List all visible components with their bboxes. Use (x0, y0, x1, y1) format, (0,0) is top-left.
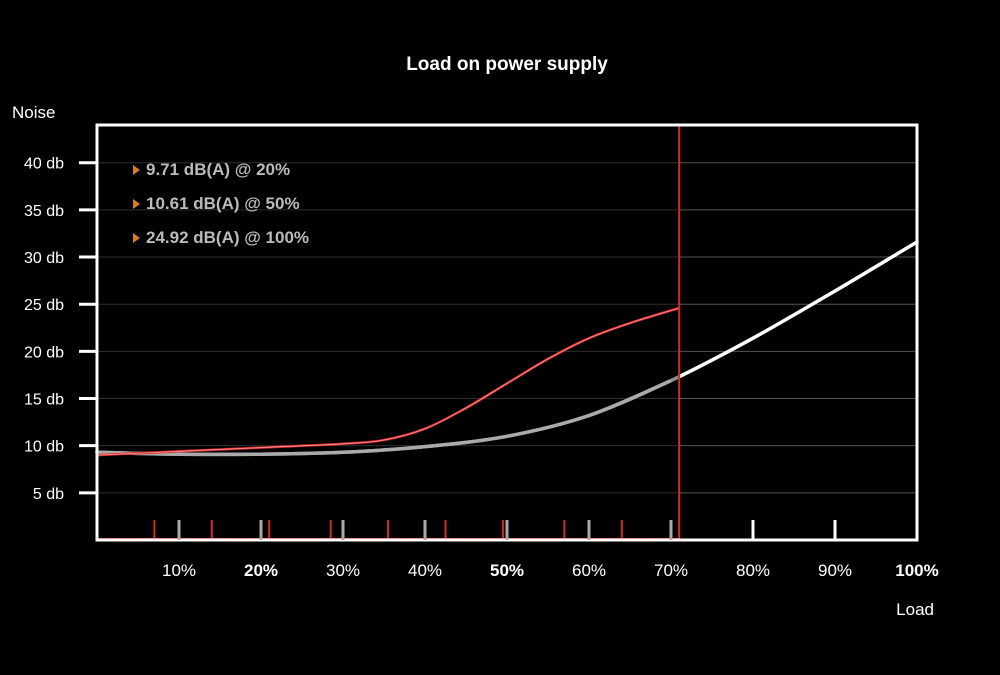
x-tick-label-5: 60% (572, 561, 606, 580)
annotation-marker-1 (133, 199, 140, 209)
y-tick-label-7: 40 db (24, 156, 64, 173)
x-tick-label-4: 50% (490, 561, 524, 580)
grid-lines (97, 162, 917, 494)
annotations: 9.71 dB(A) @ 20% 10.61 dB(A) @ 50% 24.92 d… (133, 160, 309, 247)
annotation-marker-2 (133, 233, 140, 243)
annotation-text-2: 24.92 dB(A) @ 100% (146, 228, 309, 247)
tick-labels: 5 db 10 db 15 db 20 db 25 db 30 db 35 db 40 db 1… (24, 156, 939, 580)
y-tick-label-4: 25 db (24, 297, 64, 314)
annotation-text-1: 10.61 dB(A) @ 50% (146, 194, 300, 213)
x-tick-label-3: 40% (408, 561, 442, 580)
x-tick-label-9: 100% (895, 561, 938, 580)
x-tick-label-2: 30% (326, 561, 360, 580)
series-line-noise-dimmed (96, 378, 672, 457)
y-tick-label-5: 30 db (24, 250, 64, 267)
y-tick-label-0: 5 db (33, 486, 64, 503)
chart-title: Load on power supply (406, 54, 608, 75)
x-tick-label-7: 80% (736, 561, 770, 580)
annotation-text-0: 9.71 dB(A) @ 20% (146, 160, 290, 179)
series-line-highlight-inner (96, 307, 680, 456)
x-tick-label-8: 90% (818, 561, 852, 580)
annotation-marker-0 (133, 165, 140, 175)
x-tick-label-6: 70% (654, 561, 688, 580)
y-tick-label-1: 10 db (24, 439, 64, 456)
y-axis-label: Noise (12, 103, 55, 122)
y-tick-label-6: 35 db (24, 203, 64, 220)
x-tick-label-1: 20% (244, 561, 278, 580)
x-axis-label: Load (896, 600, 934, 619)
y-tick-label-2: 15 db (24, 392, 64, 409)
y-tick-label-3: 20 db (24, 344, 64, 361)
x-tick-label-0: 10% (162, 561, 196, 580)
axes (79, 123, 919, 542)
highlight-overlay (96, 124, 681, 541)
highlight-region (96, 124, 680, 541)
